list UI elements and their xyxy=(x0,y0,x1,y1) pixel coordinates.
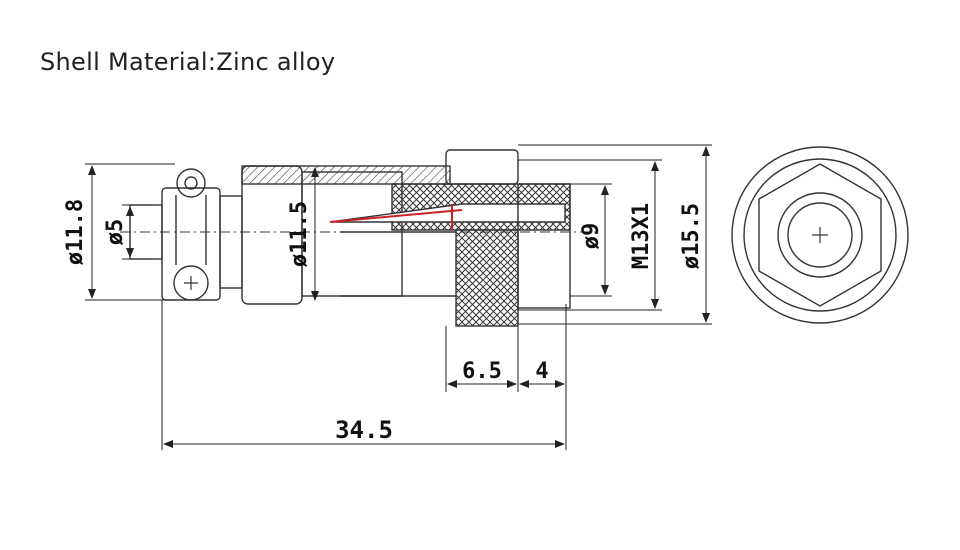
front-pin-circle xyxy=(787,202,853,268)
shell-material-title: Shell Material:Zinc alloy xyxy=(40,48,336,76)
shell-section xyxy=(241,165,451,185)
dim-m13x1: M13X1 xyxy=(629,203,654,269)
coupling-nut-top xyxy=(445,149,519,185)
dim-6-5: 6.5 xyxy=(462,359,502,384)
dim-11-5: ø11.5 xyxy=(287,201,312,267)
front-outer-circle xyxy=(731,146,909,324)
dim-9: ø9 xyxy=(579,223,604,250)
clamp-screw-hole xyxy=(184,176,198,190)
nut-front xyxy=(517,183,571,309)
front-hex xyxy=(758,163,882,307)
dimension-lines xyxy=(85,144,712,450)
connector-side-view xyxy=(120,149,600,327)
dim-15-5: ø15.5 xyxy=(679,203,704,269)
dim-5: ø5 xyxy=(103,219,128,246)
dim-11-8: ø11.8 xyxy=(63,199,88,265)
connector-front-view xyxy=(731,146,909,324)
dim-4: 4 xyxy=(535,359,548,384)
dim-34-5: 34.5 xyxy=(335,416,393,444)
clamp-ear-top xyxy=(176,168,206,198)
coupling-nut-knurl xyxy=(455,229,519,327)
mid-body xyxy=(301,171,403,297)
clamp-screw xyxy=(173,265,209,301)
body-ring xyxy=(219,195,243,289)
